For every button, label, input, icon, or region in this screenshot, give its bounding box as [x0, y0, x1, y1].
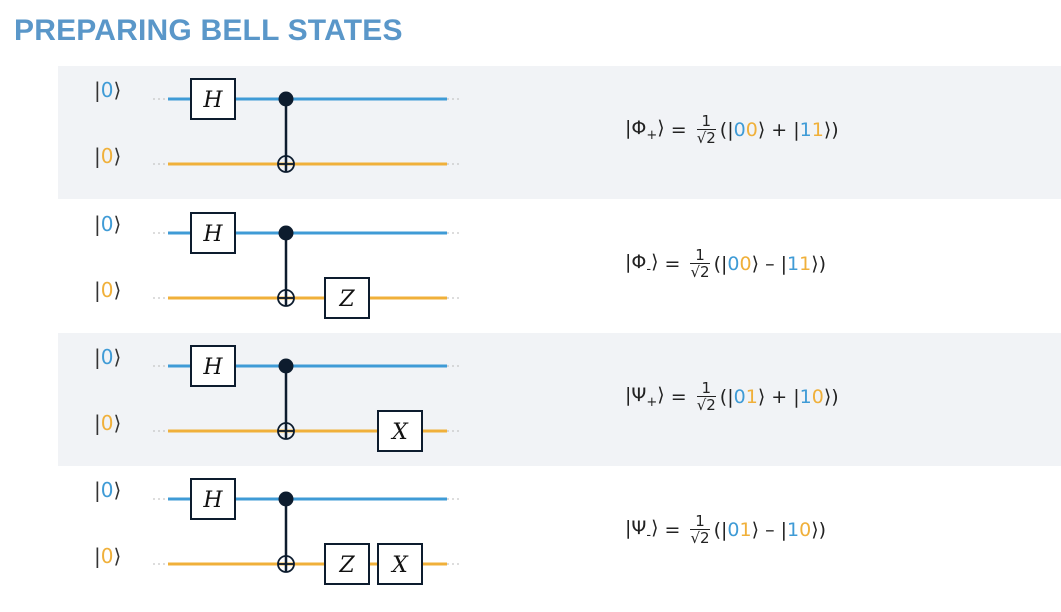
operator: – — [759, 253, 781, 275]
gate-z-box — [324, 543, 370, 585]
gate-h-box — [190, 478, 236, 520]
gate-z-label: Z — [338, 553, 355, 578]
page-title: PREPARING BELL STATES — [14, 14, 403, 47]
gate-h-box — [190, 212, 236, 254]
state-ket: |Ψ+⟩ — [625, 384, 665, 410]
term-ket-2: |10⟩ — [793, 386, 832, 408]
gate-x-box — [377, 410, 423, 452]
term-ket-2: |11⟩ — [780, 253, 819, 275]
qubit-1-ket: |0⟩ — [94, 411, 122, 435]
qubit-0-ket: |0⟩ — [94, 478, 122, 502]
operator: + — [765, 386, 794, 408]
qubit-1-ket: |0⟩ — [94, 278, 122, 302]
gate-h-label: H — [202, 355, 223, 380]
qubit-0-ket: |0⟩ — [94, 212, 122, 236]
gate-x-label: X — [390, 420, 409, 445]
gate-z: Z — [324, 277, 370, 319]
bell-state-equation: |Ψ-⟩ = 1√2(|01⟩ – |10⟩) — [625, 512, 827, 547]
term-ket-2: |11⟩ — [793, 119, 832, 141]
state-sign: - — [646, 527, 652, 543]
term-ket-1: |00⟩ — [721, 253, 760, 275]
gate-h: H — [190, 212, 236, 254]
gate-h: H — [190, 78, 236, 120]
state-ket: |Φ-⟩ — [625, 251, 659, 277]
bell-state-equation: |Φ+⟩ = 1√2(|00⟩ + |11⟩) — [625, 112, 839, 147]
state-ket: |Φ+⟩ — [625, 117, 665, 143]
state-sign: + — [646, 394, 658, 410]
circuit-diagram: H — [153, 78, 462, 173]
gate-z-box — [324, 277, 370, 319]
normalization-fraction: 1√2 — [696, 379, 716, 414]
gate-h-box — [190, 78, 236, 120]
operator: + — [765, 119, 794, 141]
term-ket-1: |01⟩ — [727, 386, 766, 408]
bell-state-equation: |Φ-⟩ = 1√2(|00⟩ – |11⟩) — [625, 246, 827, 281]
circuit-diagram: H Z X — [153, 478, 462, 585]
gate-x: X — [377, 410, 423, 452]
gate-h-label: H — [202, 88, 223, 113]
bell-state-equation: |Ψ+⟩ = 1√2(|01⟩ + |10⟩) — [625, 379, 839, 414]
circuit-diagram: HZ — [153, 212, 462, 319]
state-ket: |Ψ-⟩ — [625, 517, 659, 543]
gate-h-label: H — [202, 222, 223, 247]
qubit-0-ket: |0⟩ — [94, 78, 122, 102]
normalization-fraction: 1√2 — [696, 112, 716, 147]
gate-z-label: Z — [338, 287, 355, 312]
gate-z: Z — [324, 543, 370, 585]
term-ket-2: |10⟩ — [780, 519, 819, 541]
gate-h-box — [190, 345, 236, 387]
gate-x-box — [377, 543, 423, 585]
gate-h: H — [190, 478, 236, 520]
cnot-control-dot — [278, 91, 294, 107]
term-ket-1: |01⟩ — [721, 519, 760, 541]
cnot-control-dot — [278, 358, 294, 374]
circuit-diagram: HX — [153, 345, 462, 452]
gate-x-label: X — [390, 553, 409, 578]
term-ket-1: |00⟩ — [727, 119, 766, 141]
normalization-fraction: 1√2 — [690, 246, 710, 281]
operator: – — [759, 519, 781, 541]
bell-state-row: |0⟩ |0⟩ H Z X |Ψ-⟩ = 1√2(|01⟩ – |10⟩) — [58, 466, 1061, 599]
state-sign: - — [646, 261, 652, 277]
cnot-control-dot — [278, 225, 294, 241]
state-sign: + — [646, 127, 658, 143]
gate-h-label: H — [202, 488, 223, 513]
gate-x: X — [377, 543, 423, 585]
bell-state-row: |0⟩ |0⟩ H |Φ+⟩ = 1√2(|00⟩ + |11⟩) — [58, 66, 1061, 199]
qubit-1-ket: |0⟩ — [94, 544, 122, 568]
gate-h: H — [190, 345, 236, 387]
cnot-control-dot — [278, 491, 294, 507]
qubit-1-ket: |0⟩ — [94, 144, 122, 168]
qubit-0-ket: |0⟩ — [94, 345, 122, 369]
normalization-fraction: 1√2 — [690, 512, 710, 547]
